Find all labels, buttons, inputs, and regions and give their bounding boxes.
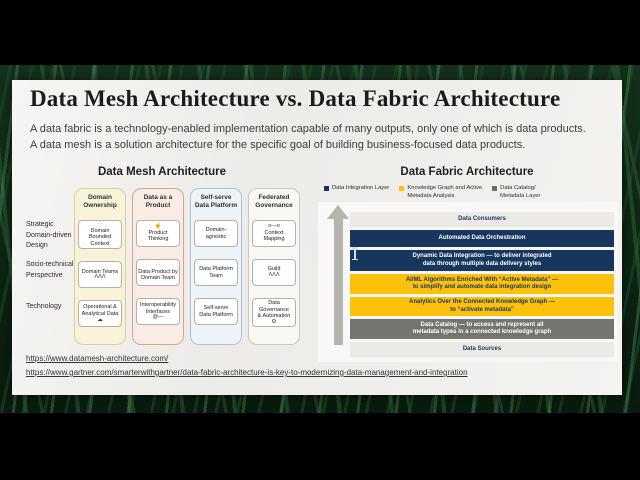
cell-label: Context Mapping xyxy=(263,229,285,243)
mesh-cell: Data Platform Team xyxy=(194,259,238,286)
fabric-bars: Data Consumers Automated Data Orchestrat… xyxy=(350,212,614,357)
cell-label: Domain Bounded Context xyxy=(88,227,112,247)
page-title: Data Mesh Architecture vs. Data Fabric A… xyxy=(30,86,561,111)
slide-card: Data Mesh Architecture vs. Data Fabric A… xyxy=(12,80,622,395)
fabric-heading: Data Fabric Architecture xyxy=(400,166,534,178)
up-arrow-icon xyxy=(327,205,349,219)
hand-icon: ☝ xyxy=(154,223,162,230)
column-header: Federated Governance xyxy=(255,194,293,210)
legend-label: Knowledge Graph and Active Metadata Anal… xyxy=(407,185,483,199)
mesh-column-data-as-product: Data as a Product ☝ Product Thinking ∴ D… xyxy=(132,188,184,345)
legend-swatch-navy-icon xyxy=(324,186,329,191)
cell-label: Product Thinking xyxy=(147,229,169,243)
mesh-cell: Self-serve Data Platform xyxy=(194,298,238,325)
cell-label: Interoperability Interfaces xyxy=(139,302,177,315)
source-links: https://www.datamesh-architecture.com/ h… xyxy=(26,354,468,382)
mesh-column-federated-governance: Federated Governance o—o Context Mapping… xyxy=(248,188,300,345)
mesh-cell: Domain Teams ΛΛΛ xyxy=(78,261,122,289)
mesh-cell: Data Governance & Automation ⚙ xyxy=(252,298,296,328)
up-arrow-shaft xyxy=(334,218,343,345)
letterbox-bottom xyxy=(0,413,640,480)
slide-subtitle: A data fabric is a technology-enabled im… xyxy=(30,123,586,151)
mesh-cell: Interoperability Interfaces @— xyxy=(136,298,180,325)
legend-label: Data Catalog/ Metadata Layer xyxy=(500,185,541,199)
legend-label: Data Integration Layer xyxy=(332,185,390,191)
fabric-panel: Data Consumers Automated Data Orchestrat… xyxy=(318,202,618,362)
network-icon: ∴ xyxy=(98,221,102,227)
people-tree-icon: ΛΛΛ xyxy=(268,272,280,279)
mesh-cell: ∴ Domain Bounded Context xyxy=(78,220,122,250)
mesh-cell: Guild ΛΛΛ xyxy=(252,259,296,286)
bar-data-consumers: Data Consumers xyxy=(350,212,614,227)
fabric-legend: Data Integration Layer Knowledge Graph a… xyxy=(324,185,540,200)
cell-label: Data Platform Team xyxy=(199,265,233,279)
bar-aiml-algorithms: AI/ML Algorithms Enriched With “Active M… xyxy=(350,274,614,294)
letterbox-top xyxy=(0,0,640,65)
people-icon: ΛΛΛ xyxy=(94,274,106,281)
text-cursor-icon xyxy=(352,247,358,260)
bar-data-catalog: Data Catalog — to access and represent a… xyxy=(350,319,614,339)
mesh-row-label-sociotechnical: Socio-technical Perspective xyxy=(26,261,74,279)
column-header: Self-serve Data Platform xyxy=(194,194,238,210)
legend-item: Knowledge Graph and Active Metadata Anal… xyxy=(399,185,482,200)
mesh-heading: Data Mesh Architecture xyxy=(97,166,227,178)
cell-label: Self-serve Data Platform xyxy=(199,304,233,318)
cell-label: Domain-agnostic xyxy=(205,226,227,240)
legend-item: Data Catalog/ Metadata Layer xyxy=(492,185,540,200)
mesh-cell: ☝ Product Thinking xyxy=(136,220,180,247)
datamesh-link[interactable]: https://www.datamesh-architecture.com/ xyxy=(26,354,169,363)
mesh-column-domain-ownership: Domain Ownership ∴ Domain Bounded Contex… xyxy=(74,188,126,345)
automation-icon: ⚙ xyxy=(271,318,277,325)
bar-data-sources: Data Sources xyxy=(350,342,614,357)
mesh-row-label-technology: Technology xyxy=(26,303,62,310)
bar-analytics-knowledge-graph: Analytics Over the Connected Knowledge G… xyxy=(350,297,614,316)
cell-label: Guild xyxy=(267,266,281,273)
legend-item: Data Integration Layer xyxy=(324,185,389,200)
mesh-columns: Domain Ownership ∴ Domain Bounded Contex… xyxy=(74,188,300,345)
bar-automated-orchestration: Automated Data Orchestration xyxy=(350,230,614,247)
mesh-column-self-serve-platform: Self-serve Data Platform Domain-agnostic… xyxy=(190,188,242,345)
cell-label: Operational & Analytical Data xyxy=(81,304,119,318)
mesh-row-label-strategic: Strategic Domain-driven Design xyxy=(26,221,72,249)
mesh-cell: Operational & Analytical Data ☁ xyxy=(78,300,122,328)
mesh-cell: Domain-agnostic xyxy=(194,220,238,247)
chain-link-icon: o—o xyxy=(268,223,280,230)
sparkle-icon: ∴ xyxy=(156,262,160,269)
mesh-cell: o—o Context Mapping xyxy=(252,220,296,247)
interface-icon: @— xyxy=(152,314,164,321)
cloud-data-icon: ☁ xyxy=(97,316,103,323)
column-header: Domain Ownership xyxy=(83,194,117,210)
legend-swatch-gold-icon xyxy=(399,186,405,191)
bar-dynamic-data-integration: Dynamic Data Integration — to deliver in… xyxy=(350,250,614,271)
cell-label: Domain Teams xyxy=(81,268,119,275)
cell-label: Data Product by Domain Team xyxy=(138,268,178,282)
gartner-link[interactable]: https://www.gartner.com/smarterwithgartn… xyxy=(26,368,468,377)
cell-label: Data Governance & Automation xyxy=(257,300,291,320)
column-header: Data as a Product xyxy=(143,194,173,210)
legend-swatch-gray-icon xyxy=(492,186,498,191)
mesh-cell: ∴ Data Product by Domain Team xyxy=(136,259,180,286)
